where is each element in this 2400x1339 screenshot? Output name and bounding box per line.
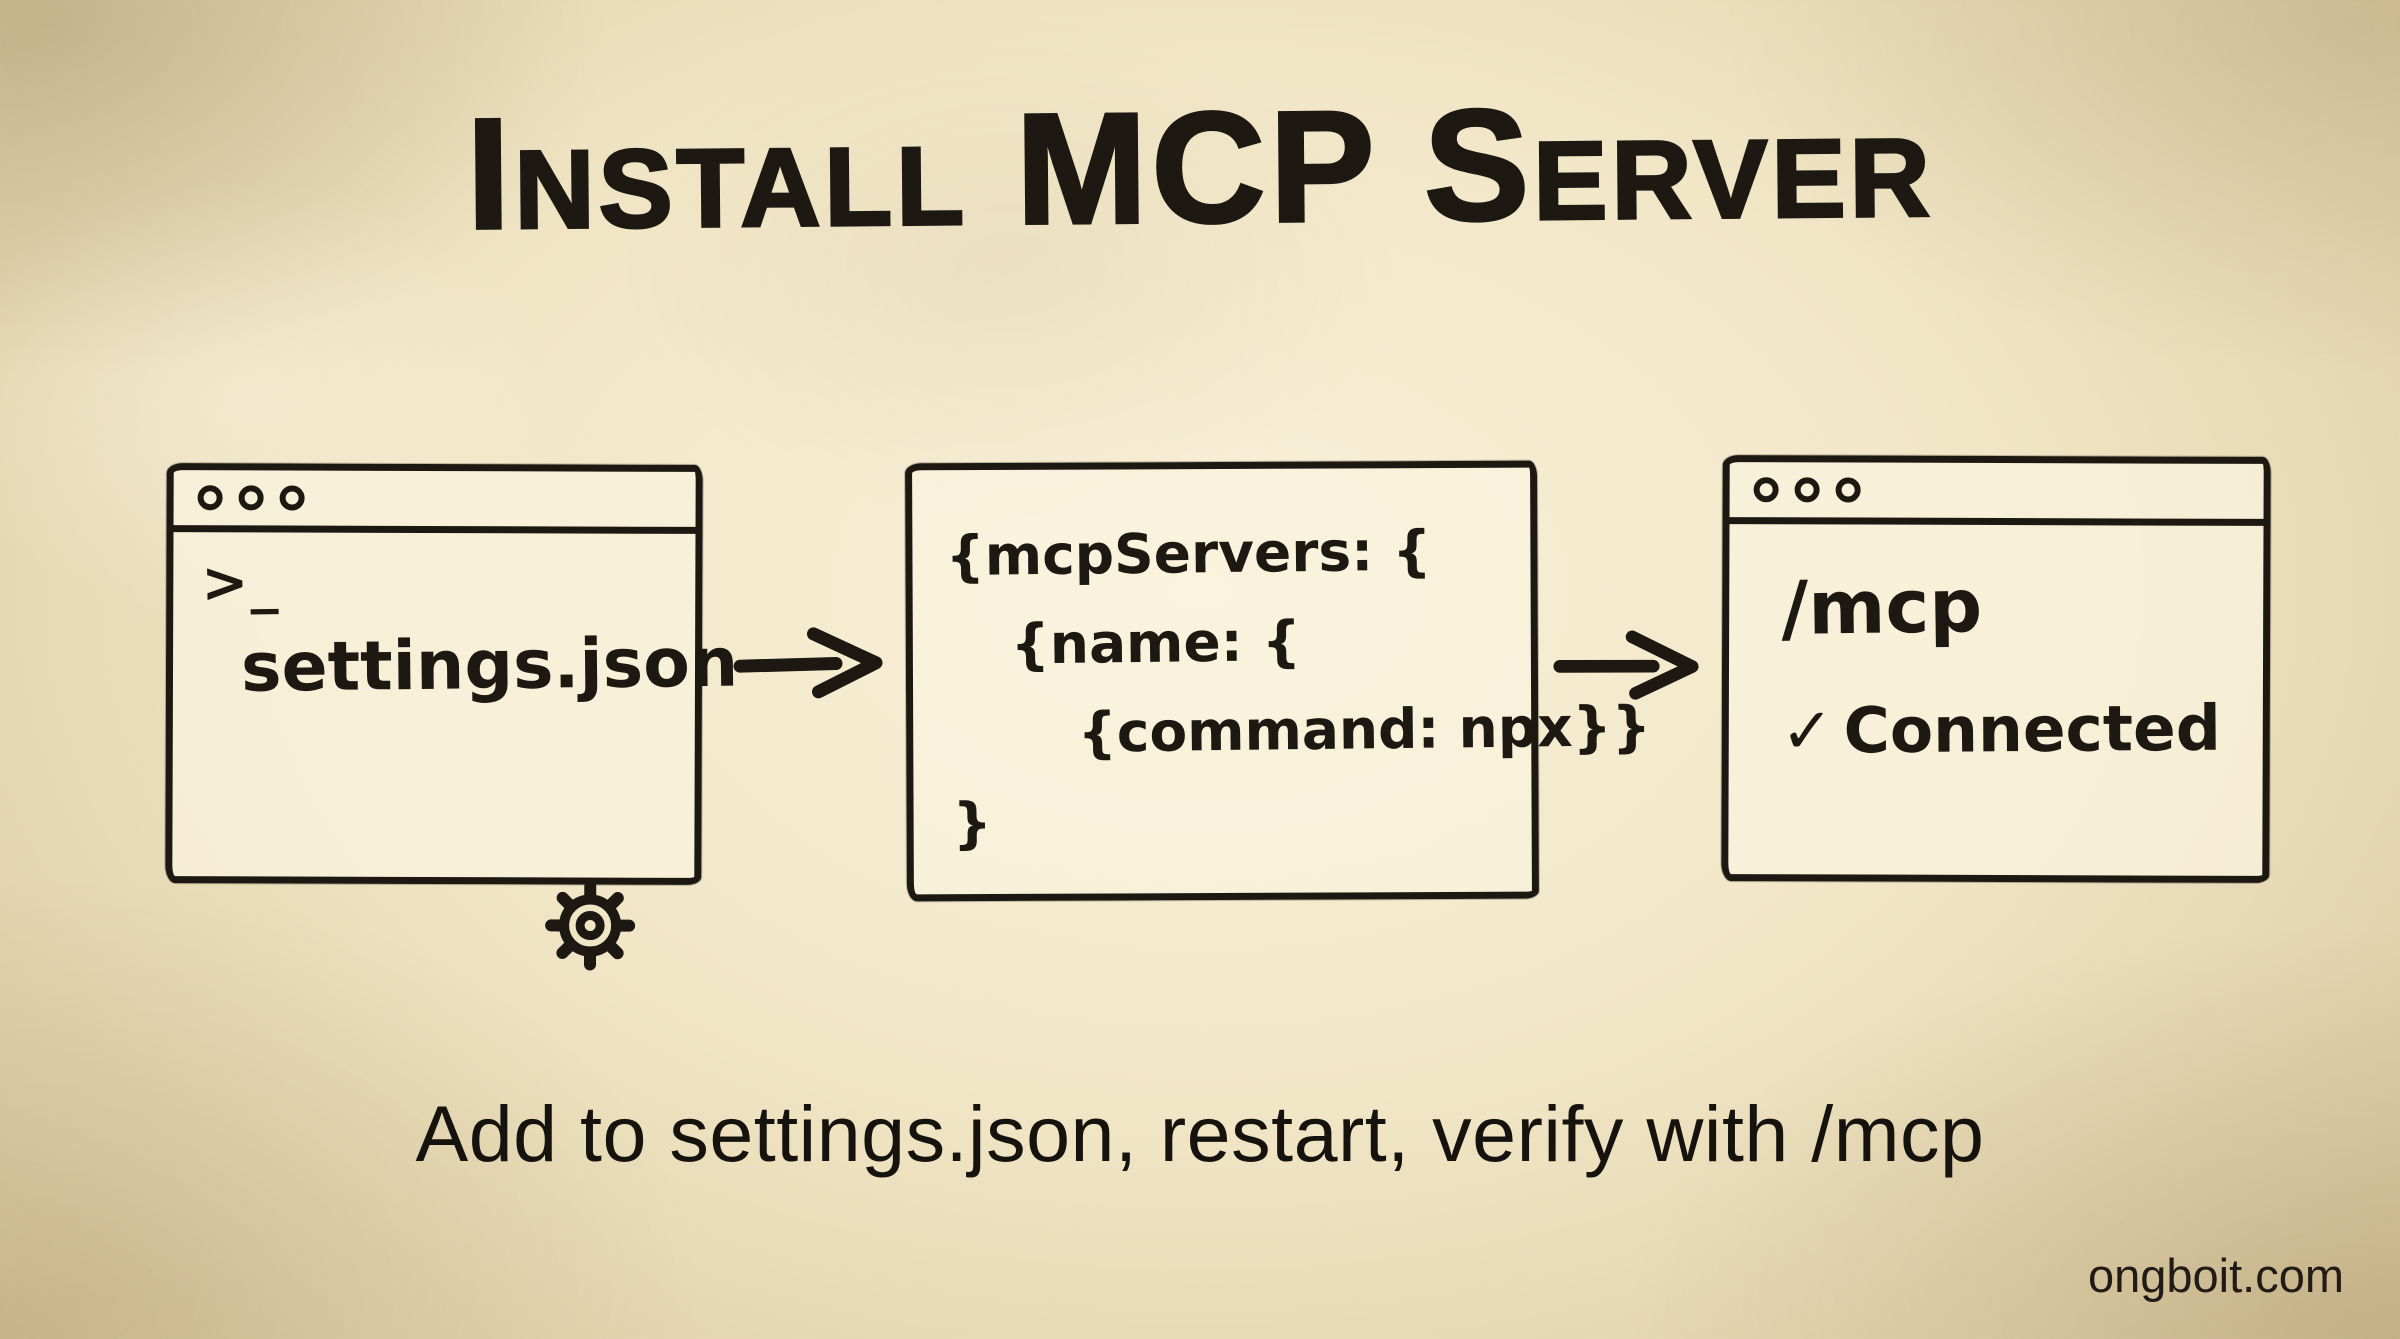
code-line: {command: npx}}	[1077, 694, 1652, 765]
connection-status: ✓Connected	[1780, 691, 2263, 768]
window-titlebar	[1729, 462, 2264, 526]
page-title: Install MCP Server	[464, 72, 1936, 264]
traffic-light-icon	[279, 485, 305, 511]
window-body: >_ settings.json	[173, 532, 739, 971]
traffic-light-icon	[1794, 477, 1820, 503]
check-icon: ✓	[1780, 694, 1834, 768]
settings-json-window: >_ settings.json	[165, 463, 739, 971]
code-line: }	[952, 790, 993, 856]
gear-icon	[545, 880, 636, 971]
window-titlebar	[173, 470, 696, 534]
code-line: {name: {	[1010, 609, 1302, 677]
settings-filename: settings.json	[240, 623, 739, 708]
verify-window: /mcp ✓Connected	[1721, 455, 2271, 883]
traffic-light-icon	[1835, 477, 1861, 503]
code-line: {mcpServers: {	[945, 518, 1432, 589]
mcp-slash-command: /mcp	[1780, 563, 1983, 652]
traffic-light-icon	[238, 485, 264, 511]
mcp-config-panel: {mcpServers: { {name: { {command: npx}} …	[905, 460, 1652, 902]
status-label: Connected	[1843, 691, 2222, 768]
instruction-caption: Add to settings.json, restart, verify wi…	[415, 1089, 1985, 1178]
window-body: /mcp ✓Connected	[1729, 524, 2264, 768]
traffic-light-icon	[1753, 477, 1779, 503]
traffic-light-icon	[197, 485, 223, 511]
watermark-url: ongboit.com	[2087, 1249, 2344, 1302]
terminal-prompt-icon: >_	[200, 549, 281, 616]
arrow-right-icon	[1553, 630, 1699, 700]
config-code-block: {mcpServers: { {name: { {command: npx}} …	[911, 466, 1652, 869]
arrow-right-icon	[733, 627, 883, 699]
